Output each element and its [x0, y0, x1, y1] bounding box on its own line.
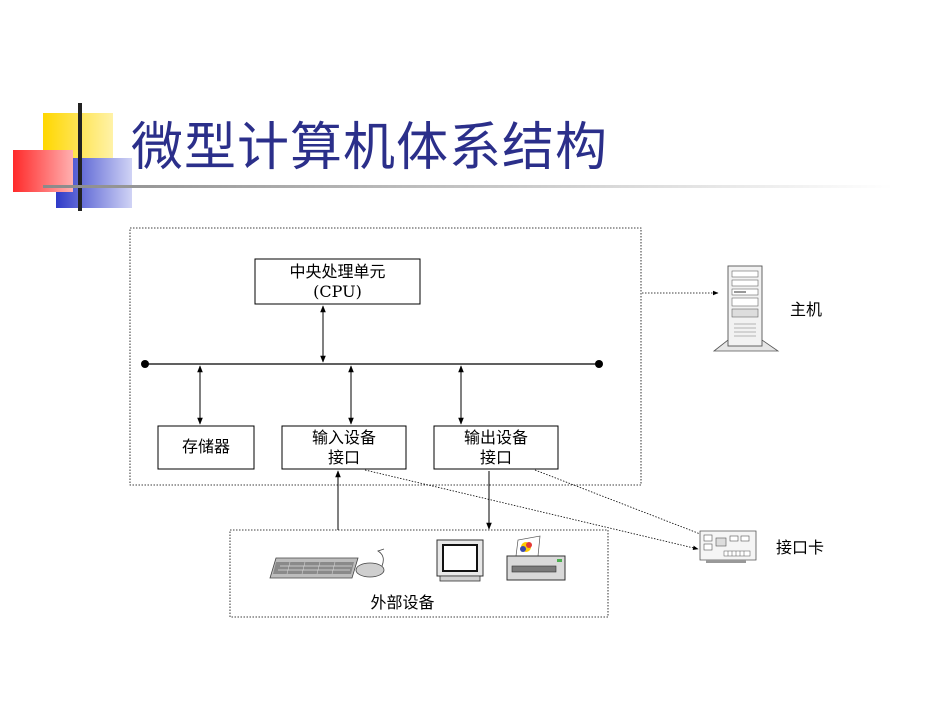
cpu-label-line1: 中央处理单元	[289, 262, 386, 281]
input-interface-box	[281, 425, 407, 470]
bus-end-right	[595, 360, 603, 368]
deco-horizontal-rule	[43, 185, 893, 188]
cpu-label-line2: (CPU)	[313, 282, 362, 301]
monitor-icon	[436, 539, 484, 582]
output-card-pointer	[534, 469, 709, 538]
cpu-box	[254, 258, 421, 305]
memory-label: 存储器	[181, 437, 230, 456]
title-decoration	[13, 103, 893, 211]
page-title: 微型计算机体系结构	[131, 118, 609, 178]
peripherals-label: 外部设备	[370, 593, 435, 612]
printer-icon	[506, 535, 566, 581]
output-interface-label: 输出设备 接口	[434, 428, 558, 468]
host-label: 主机	[790, 300, 823, 319]
keyboard-icon	[269, 557, 359, 579]
interface-card-icon	[699, 530, 757, 563]
host-boundary	[129, 227, 642, 486]
input-card-pointer	[364, 469, 699, 551]
peripherals-boundary	[229, 529, 609, 618]
bus-end-left	[141, 360, 149, 368]
input-interface-label: 输入设备 接口	[282, 428, 406, 468]
server-tower-icon	[712, 265, 780, 352]
deco-vertical-bar	[78, 103, 82, 211]
memory-box	[157, 425, 255, 470]
interface-card-label: 接口卡	[776, 538, 825, 557]
output-interface-box	[433, 425, 559, 470]
mouse-icon	[355, 548, 385, 578]
cpu-label: 中央处理单元 (CPU)	[255, 262, 420, 302]
output-interface-line2: 接口	[479, 448, 512, 467]
input-interface-line2: 接口	[327, 448, 360, 467]
input-interface-line1: 输入设备	[311, 428, 376, 447]
output-interface-line1: 输出设备	[463, 428, 528, 447]
